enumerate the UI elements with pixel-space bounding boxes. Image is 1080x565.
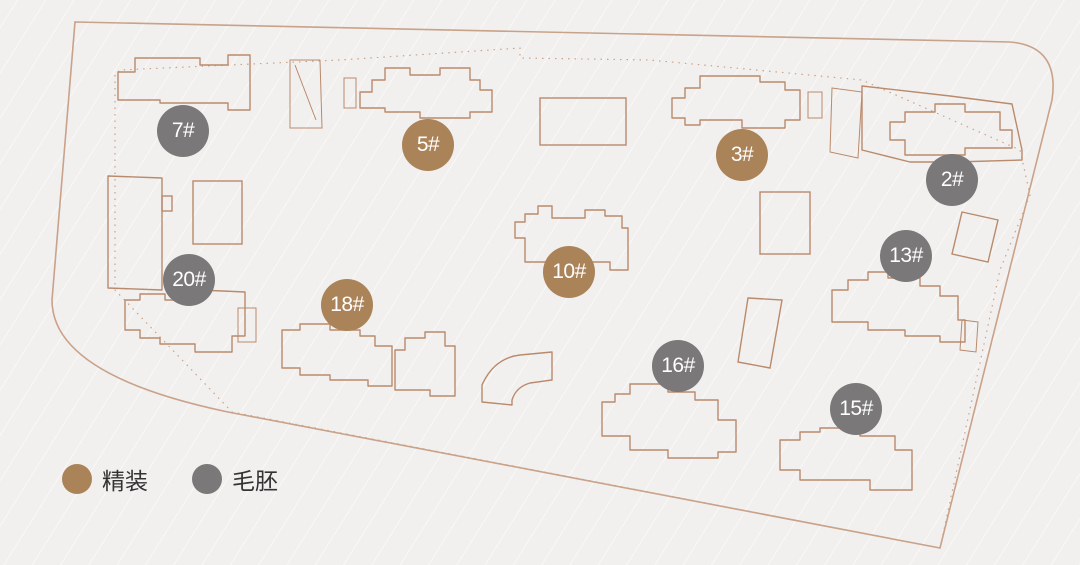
building-outline-20: [124, 289, 246, 353]
building-outline-18: [281, 323, 393, 387]
gate-7: [289, 59, 323, 129]
block-east: [951, 211, 999, 263]
building-outline-13: [831, 271, 966, 343]
legend: 精装 毛胚: [62, 462, 322, 496]
building-marker-3[interactable]: 3#: [716, 129, 768, 181]
building-outline-15: [779, 427, 913, 491]
building-marker-15[interactable]: 15#: [830, 383, 882, 435]
building-outline-18b: [394, 331, 456, 397]
legend-label-unfinished: 毛胚: [232, 468, 278, 494]
legend-item-unfinished: 毛胚: [192, 462, 278, 496]
stair-20: [237, 307, 257, 343]
block-right: [759, 191, 811, 255]
gate-3: [829, 87, 863, 159]
building-outline-2: [861, 85, 1023, 163]
block-west-small: [161, 195, 173, 212]
parking-block-top: [539, 97, 627, 146]
building-outline-10: [514, 205, 629, 271]
block-mid-right: [737, 297, 783, 369]
building-outline-5: [359, 67, 493, 119]
building-outline-16: [601, 383, 737, 459]
legend-label-finished: 精装: [102, 468, 148, 494]
site-boundary: [51, 21, 1054, 549]
stair-3: [807, 91, 823, 119]
block-west: [107, 175, 163, 291]
building-marker-10[interactable]: 10#: [543, 246, 595, 298]
building-marker-20[interactable]: 20#: [163, 254, 215, 306]
building-outline-7: [117, 54, 251, 111]
building-marker-16[interactable]: 16#: [652, 340, 704, 392]
finished-dot-icon: [62, 464, 92, 494]
building-marker-7[interactable]: 7#: [157, 105, 209, 157]
building-marker-2[interactable]: 2#: [926, 154, 978, 206]
building-marker-18[interactable]: 18#: [321, 279, 373, 331]
stair-5: [343, 77, 357, 109]
building-outline-3: [671, 75, 801, 129]
building-marker-5[interactable]: 5#: [402, 119, 454, 171]
legend-item-finished: 精装: [62, 462, 148, 496]
building-2-inner: [889, 103, 1013, 156]
stair-13: [959, 319, 979, 353]
ramp: [481, 351, 553, 406]
block-left: [192, 180, 243, 245]
unfinished-dot-icon: [192, 464, 222, 494]
building-marker-13[interactable]: 13#: [880, 230, 932, 282]
